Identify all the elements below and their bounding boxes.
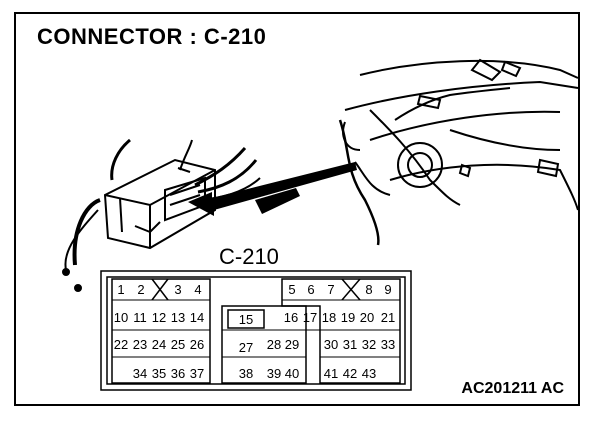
pin-label: 39 bbox=[267, 366, 281, 381]
pin-label: 28 bbox=[267, 337, 281, 352]
pin-label: 8 bbox=[365, 282, 372, 297]
pointer-arrow bbox=[188, 162, 357, 216]
pin-label: 10 bbox=[114, 310, 128, 325]
pin-label: 15 bbox=[239, 312, 253, 327]
pin-label: 42 bbox=[343, 366, 357, 381]
diagram-frame bbox=[14, 12, 580, 406]
pin-label: 34 bbox=[133, 366, 147, 381]
pin-label: 37 bbox=[190, 366, 204, 381]
pin-label: 38 bbox=[239, 366, 253, 381]
pin-label: 41 bbox=[324, 366, 338, 381]
pin-label: 2 bbox=[137, 282, 144, 297]
pin-label: 12 bbox=[152, 310, 166, 325]
pin-label: 13 bbox=[171, 310, 185, 325]
pin-label: 3 bbox=[174, 282, 181, 297]
pin-label: 31 bbox=[343, 337, 357, 352]
figure-code: AC201211 AC bbox=[461, 380, 564, 397]
pin-label: 6 bbox=[307, 282, 314, 297]
pin-label: 24 bbox=[152, 337, 166, 352]
pin-label: 35 bbox=[152, 366, 166, 381]
pin-label: 21 bbox=[381, 310, 395, 325]
dashboard-harness-illustration bbox=[338, 58, 579, 246]
pin-label: 19 bbox=[341, 310, 355, 325]
pin-label: 25 bbox=[171, 337, 185, 352]
pin-label: 17 bbox=[303, 310, 317, 325]
connector-label: C-210 bbox=[219, 244, 279, 269]
pin-label: 33 bbox=[381, 337, 395, 352]
pin-label: 4 bbox=[194, 282, 201, 297]
pin-label: 40 bbox=[285, 366, 299, 381]
pin-label: 26 bbox=[190, 337, 204, 352]
pin-label: 9 bbox=[384, 282, 391, 297]
pin-label: 7 bbox=[327, 282, 334, 297]
pin-label: 14 bbox=[190, 310, 204, 325]
pin-label: 27 bbox=[239, 340, 253, 355]
pin-label: 30 bbox=[324, 337, 338, 352]
pin-label: 23 bbox=[133, 337, 147, 352]
pin-label: 29 bbox=[285, 337, 299, 352]
pin-label: 11 bbox=[133, 310, 147, 325]
pin-label: 36 bbox=[171, 366, 185, 381]
pin-label: 18 bbox=[322, 310, 336, 325]
pin-label: 22 bbox=[114, 337, 128, 352]
diagram-title: CONNECTOR : C-210 bbox=[37, 24, 267, 49]
pin-label: 43 bbox=[362, 366, 376, 381]
pin-label: 5 bbox=[288, 282, 295, 297]
pin-label: 1 bbox=[117, 282, 124, 297]
pin-label: 20 bbox=[360, 310, 374, 325]
pin-label: 32 bbox=[362, 337, 376, 352]
pin-label: 16 bbox=[284, 310, 298, 325]
